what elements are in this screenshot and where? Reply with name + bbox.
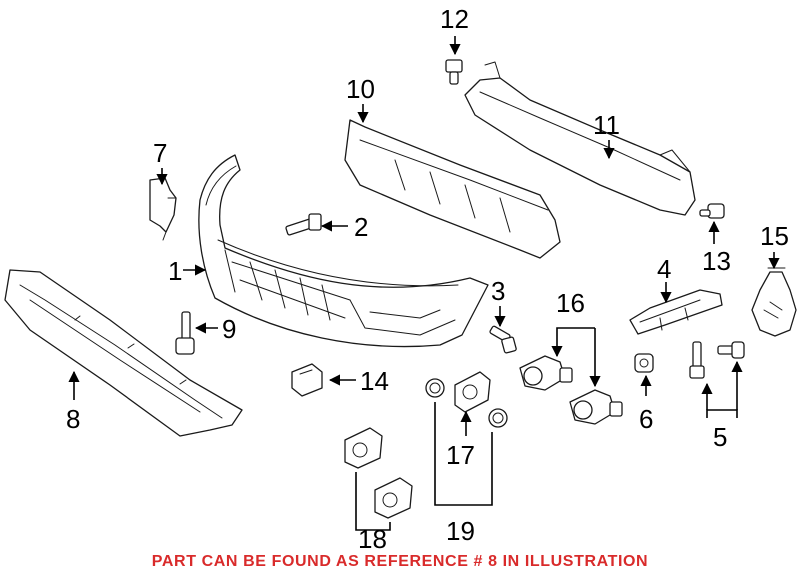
- callout-labels: 1 2 3 4 5 6 7 8 9 10 11 12 13 14 15 16 1…: [66, 4, 789, 554]
- bumper-cover-part: [198, 154, 489, 348]
- sensor-holder-17: [454, 371, 491, 413]
- sensor-ring-19a: [425, 378, 445, 398]
- fastener-5b: [717, 341, 745, 359]
- grille-part-8: [4, 269, 243, 437]
- callout-19: 19: [446, 516, 475, 546]
- callout-2: 2: [354, 212, 368, 242]
- callout-4: 4: [657, 254, 671, 284]
- callout-5: 5: [713, 422, 727, 452]
- callout-18: 18: [358, 524, 387, 554]
- hardware-bag-part-15: [751, 267, 797, 337]
- callout-10: 10: [346, 74, 375, 104]
- callout-7: 7: [153, 138, 167, 168]
- fastener-13: [699, 203, 725, 219]
- callout-17: 17: [446, 440, 475, 470]
- callout-12: 12: [440, 4, 469, 34]
- sensor-ring-19b: [488, 408, 508, 428]
- fastener-9: [175, 311, 195, 355]
- side-bracket-part-4: [629, 289, 723, 335]
- reference-note: PART CAN BE FOUND AS REFERENCE # 8 IN IL…: [151, 553, 649, 570]
- parking-sensor-16b: [569, 389, 623, 425]
- fastener-5a: [689, 341, 705, 379]
- callout-14: 14: [360, 366, 389, 396]
- parking-sensor-16a: [519, 355, 573, 391]
- bracket-part-7: [149, 177, 177, 241]
- energy-absorber-part-10: [344, 119, 561, 259]
- callout-9: 9: [222, 314, 236, 344]
- callout-6: 6: [639, 404, 653, 434]
- callout-15: 15: [760, 221, 789, 251]
- fastener-3: [489, 325, 517, 354]
- callout-13: 13: [702, 246, 731, 276]
- clip-6: [634, 353, 654, 373]
- fastener-2: [285, 213, 322, 236]
- sensor-bracket-18a: [344, 427, 383, 469]
- callout-11: 11: [593, 110, 620, 140]
- sensor-bracket-18b: [374, 477, 413, 519]
- callout-16: 16: [556, 288, 585, 318]
- cover-cap-14: [291, 363, 323, 397]
- callout-8: 8: [66, 404, 80, 434]
- fastener-12: [445, 59, 463, 85]
- reinforcement-bar-part-11: [464, 61, 696, 216]
- callout-3: 3: [491, 276, 505, 306]
- callout-1: 1: [168, 256, 182, 286]
- leader-lines: [68, 36, 780, 531]
